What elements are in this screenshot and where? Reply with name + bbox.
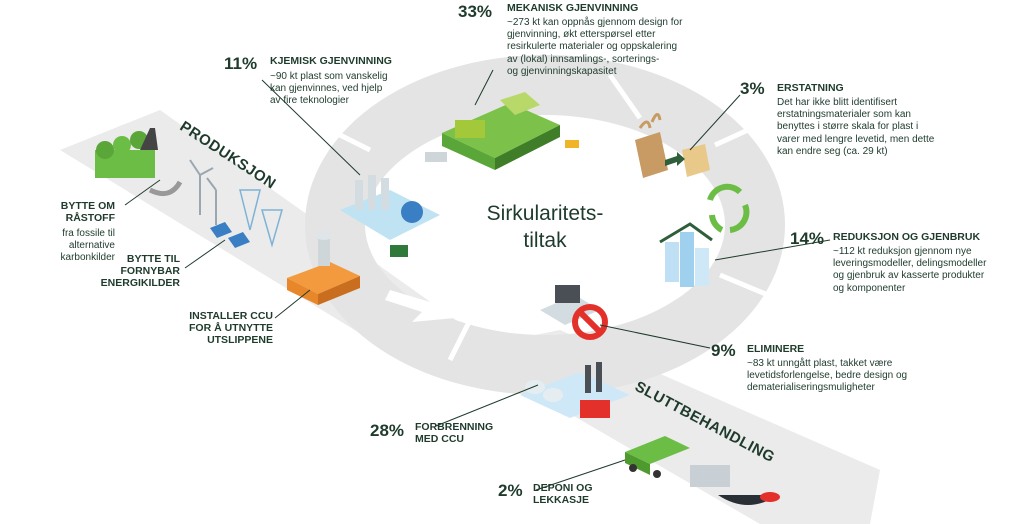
deponi-title: DEPONI OG LEKKASJE <box>533 482 593 506</box>
kjemisk-desc-line: kan gjenvinnes, ved hjelp <box>270 83 383 95</box>
reduksjon-desc-line: leveringsmodeller, delingsmodeller <box>833 258 987 270</box>
erstatning-percent: 3% <box>740 79 765 98</box>
solar-panel-icon <box>210 222 250 248</box>
erstatning-title: ERSTATNING <box>777 82 844 94</box>
bytte-ravare-title-line: BYTTE OM <box>60 200 115 212</box>
mekanisk-desc: ~273 kt kan oppnås gjennom design for gj… <box>507 17 682 78</box>
flow-arrow <box>385 290 455 322</box>
circularity-ring <box>305 55 785 395</box>
reuse-arrows-icon <box>707 183 750 233</box>
garbage-truck-icon <box>625 436 690 478</box>
forbrenning-title-line: MED CCU <box>415 433 464 446</box>
reduksjon-desc-line: og gjenbruk av kasserte produkter <box>833 270 985 282</box>
eliminere-percent: 9% <box>711 341 736 360</box>
bytte-energi-title-line: BYTTE TIL <box>126 253 180 265</box>
bytte-ravare-desc-line: fra fossile til <box>62 228 115 239</box>
erstatning-desc-line: kan endre seg (ca. 29 kt) <box>777 145 888 157</box>
bytte-energi-title-line: ENERGIKILDER <box>100 277 180 290</box>
center-title-line2: tiltak <box>523 229 567 253</box>
kjemisk-title: KJEMISK GJENVINNING <box>270 55 392 67</box>
erstatning-desc-line: Det har ikke blitt identifisert <box>777 97 898 108</box>
power-pylon-icon <box>239 189 283 248</box>
reduksjon-desc-line: og komponenter <box>833 282 906 294</box>
mekanisk-desc-line: resirkulerte materialer og oppskalering <box>507 41 678 53</box>
mekanisk-percent: 33% <box>458 2 493 21</box>
ccu-title: INSTALLER CCU FOR Å UTNYTTE UTSLIPPENE <box>165 310 273 346</box>
center-title: Sirkularitets- tiltak <box>470 200 620 255</box>
deponi-percent: 2% <box>498 481 523 500</box>
landfill-pipe-icon <box>690 465 780 505</box>
reduksjon-title: REDUKSJON OG GJENBRUK <box>833 231 981 243</box>
bytte-ravare-title-line: RÅSTOFF <box>65 212 115 225</box>
deponi-title-line: DEPONI OG <box>533 482 593 494</box>
prohibition-icon <box>540 285 608 340</box>
kjemisk-desc-line: ~90 kt plast som vanskelig <box>270 71 388 82</box>
kjemisk-percent: 11% <box>224 54 258 73</box>
ccu-title-line: INSTALLER CCU <box>189 310 273 322</box>
recycling-plant-icon <box>425 92 579 170</box>
buildings-icon <box>659 222 713 287</box>
mekanisk-title: MEKANISK GJENVINNING <box>507 2 639 14</box>
leader-lines <box>124 69 831 491</box>
reduksjon-desc: ~112 kt reduksjon gjennom nye leveringsm… <box>833 246 986 295</box>
mekanisk-desc-line: og gjenvinningskapasitet <box>507 65 617 77</box>
reduksjon-desc-line: ~112 kt reduksjon gjennom nye <box>833 246 972 257</box>
ccu-title-line: FOR Å UTNYTTE <box>189 322 273 335</box>
deponi-title-line: LEKKASJE <box>533 494 590 507</box>
bytte-energi-title-line: FORNYBAR <box>120 265 181 278</box>
forbrenning-title-line: FORBRENNING <box>415 421 494 433</box>
trees-icon <box>95 128 158 178</box>
mekanisk-desc-line: gjenvinning, økt etterspørsel etter <box>507 29 656 41</box>
bytte-ravare-title: BYTTE OM RÅSTOFF <box>10 200 115 224</box>
cycle-arrow-icon <box>148 180 183 197</box>
center-title-line1: Sirkularitets- <box>486 202 604 225</box>
forbrenning-title: FORBRENNING MED CCU <box>415 421 493 445</box>
chemical-plant-icon <box>340 175 440 257</box>
kjemisk-desc-line: av fire teknologier <box>270 95 349 107</box>
eliminere-desc-line: dematerialiseringsmuligheter <box>747 382 875 394</box>
erstatning-desc: Det har ikke blitt identifisert erstatni… <box>777 97 934 158</box>
factory-icon <box>287 232 360 305</box>
erstatning-desc-line: benyttes i større skala for plast i <box>777 121 919 133</box>
reduksjon-percent: 14% <box>790 229 825 248</box>
bytte-ravare-desc: fra fossile til alternative karbonkilder <box>10 228 115 265</box>
eliminere-title: ELIMINERE <box>747 343 805 355</box>
incineration-plant-icon <box>520 362 630 418</box>
mekanisk-desc-line: ~273 kt kan oppnås gjennom design for <box>507 17 683 28</box>
eliminere-desc-line: ~83 kt unngått plast, takket være <box>747 358 893 369</box>
wind-turbine-icon <box>189 159 217 225</box>
eliminere-desc-line: levetidsforlengelse, bedre design og <box>747 370 908 382</box>
eliminere-desc: ~83 kt unngått plast, takket være leveti… <box>747 358 907 395</box>
bytte-energi-title: BYTTE TIL FORNYBAR ENERGIKILDER <box>80 253 180 289</box>
kjemisk-desc: ~90 kt plast som vanskelig kan gjenvinne… <box>270 71 388 108</box>
ring-dividers <box>328 73 781 362</box>
forbrenning-percent: 28% <box>370 421 405 440</box>
bytte-ravare-desc-line: karbonkilder <box>60 252 115 264</box>
mekanisk-desc-line: av (lokal) innsamlings-, sorterings- <box>507 53 660 65</box>
ccu-title-line: UTSLIPPENE <box>207 334 273 347</box>
erstatning-desc-line: erstatningsmaterialer som kan <box>777 109 911 121</box>
erstatning-desc-line: varer med lengre levetid, men dette <box>777 133 935 145</box>
bytte-ravare-desc-line: alternative <box>68 240 115 252</box>
paper-bag-icon <box>635 113 710 178</box>
